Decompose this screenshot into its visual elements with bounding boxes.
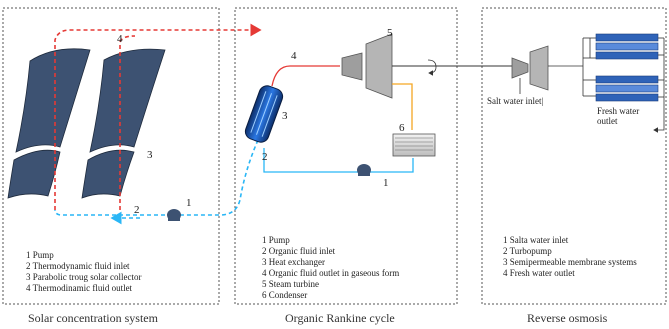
orc-panel-frame	[234, 7, 458, 305]
solar-marker-4: 4	[117, 33, 123, 45]
solar-red-flow	[54, 23, 262, 210]
solar-marker-3: 3	[147, 149, 153, 161]
orc-legend: 1 Pump 2 Organic fluid inlet 3 Heat exch…	[262, 235, 399, 300]
steam-turbine-icon	[341, 33, 393, 99]
membrane-module	[595, 75, 659, 84]
solar-blue-return	[54, 209, 165, 216]
orc-marker-2: 2	[262, 151, 268, 163]
heat-exchanger-icon	[244, 85, 284, 143]
solar-pump-icon	[167, 209, 181, 221]
orc-legend-item: 5 Steam turbine	[262, 279, 319, 289]
orc-legend-item: 2 Organic fluid inlet	[262, 246, 336, 256]
fresh-water-label: outlet	[597, 116, 618, 126]
solar-legend: 1 Pump 2 Thermodynamic fluid inlet 3 Par…	[26, 250, 141, 293]
orc-marker-5: 5	[387, 27, 393, 39]
orc-blue-flow	[263, 148, 414, 173]
orc-legend-item: 6 Condenser	[262, 290, 307, 300]
ro-legend: 1 Salta water inlet 2 Turbopump 3 Semipe…	[503, 235, 637, 278]
membrane-module	[595, 93, 659, 102]
membrane-stack-bottom	[583, 75, 664, 102]
fresh-water-arrow	[653, 126, 665, 133]
orc-marker-6: 6	[399, 122, 405, 134]
orc-marker-1: 1	[383, 177, 389, 189]
solar-legend-item: 3 Parabolic troug solar collector	[26, 272, 141, 282]
orc-marker-3: 3	[282, 110, 288, 122]
orc-legend-item: 3 Heat exchanger	[262, 257, 325, 267]
solar-collectors	[7, 48, 166, 199]
ro-legend-item: 3 Semipermeable membrane systems	[503, 257, 637, 267]
membrane-module	[595, 84, 659, 93]
orc-marker-4: 4	[291, 50, 297, 62]
solar-red-flow-inner	[119, 35, 136, 210]
orc-orange-flow	[392, 83, 413, 130]
orc-caption: Organic Rankine cycle	[285, 311, 395, 325]
solar-legend-item: 1 Pump	[26, 250, 54, 260]
rotation-arrow-icon	[427, 59, 437, 76]
solar-marker-1: 1	[186, 197, 192, 209]
salt-water-label: Salt water inlet|	[487, 96, 543, 106]
collector-bottom-right	[81, 149, 135, 199]
membrane-stack-top	[583, 33, 664, 60]
solar-legend-item: 4 Thermodinamic fluid outlet	[26, 283, 133, 293]
membrane-module	[595, 51, 659, 60]
fresh-water-label: Fresh water	[597, 106, 639, 116]
solar-marker-2: 2	[134, 204, 140, 216]
turbopump-icon	[511, 45, 549, 91]
ro-caption: Reverse osmosis	[527, 311, 608, 325]
collector-bottom-left	[7, 149, 61, 199]
ro-panel-frame	[481, 7, 667, 305]
orc-pump-icon	[357, 164, 371, 176]
ro-legend-item: 4 Fresh water outlet	[503, 268, 575, 278]
solar-panel-frame	[2, 7, 220, 305]
membrane-module	[595, 42, 659, 51]
orc-legend-item: 1 Pump	[262, 235, 290, 245]
solar-blue-flow	[180, 139, 259, 216]
solar-caption: Solar concentration system	[28, 311, 159, 325]
orc-red-flow	[271, 65, 340, 87]
orc-legend-item: 4 Organic fluid outlet in gaseous form	[262, 268, 399, 278]
condenser-icon	[392, 133, 436, 157]
solar-legend-item: 2 Thermodynamic fluid inlet	[26, 261, 130, 271]
collector-top-right	[89, 48, 166, 153]
membrane-module	[595, 33, 659, 42]
collector-top-left	[15, 48, 91, 153]
ro-legend-item: 1 Salta water inlet	[503, 235, 569, 245]
ro-legend-item: 2 Turbopump	[503, 246, 552, 256]
